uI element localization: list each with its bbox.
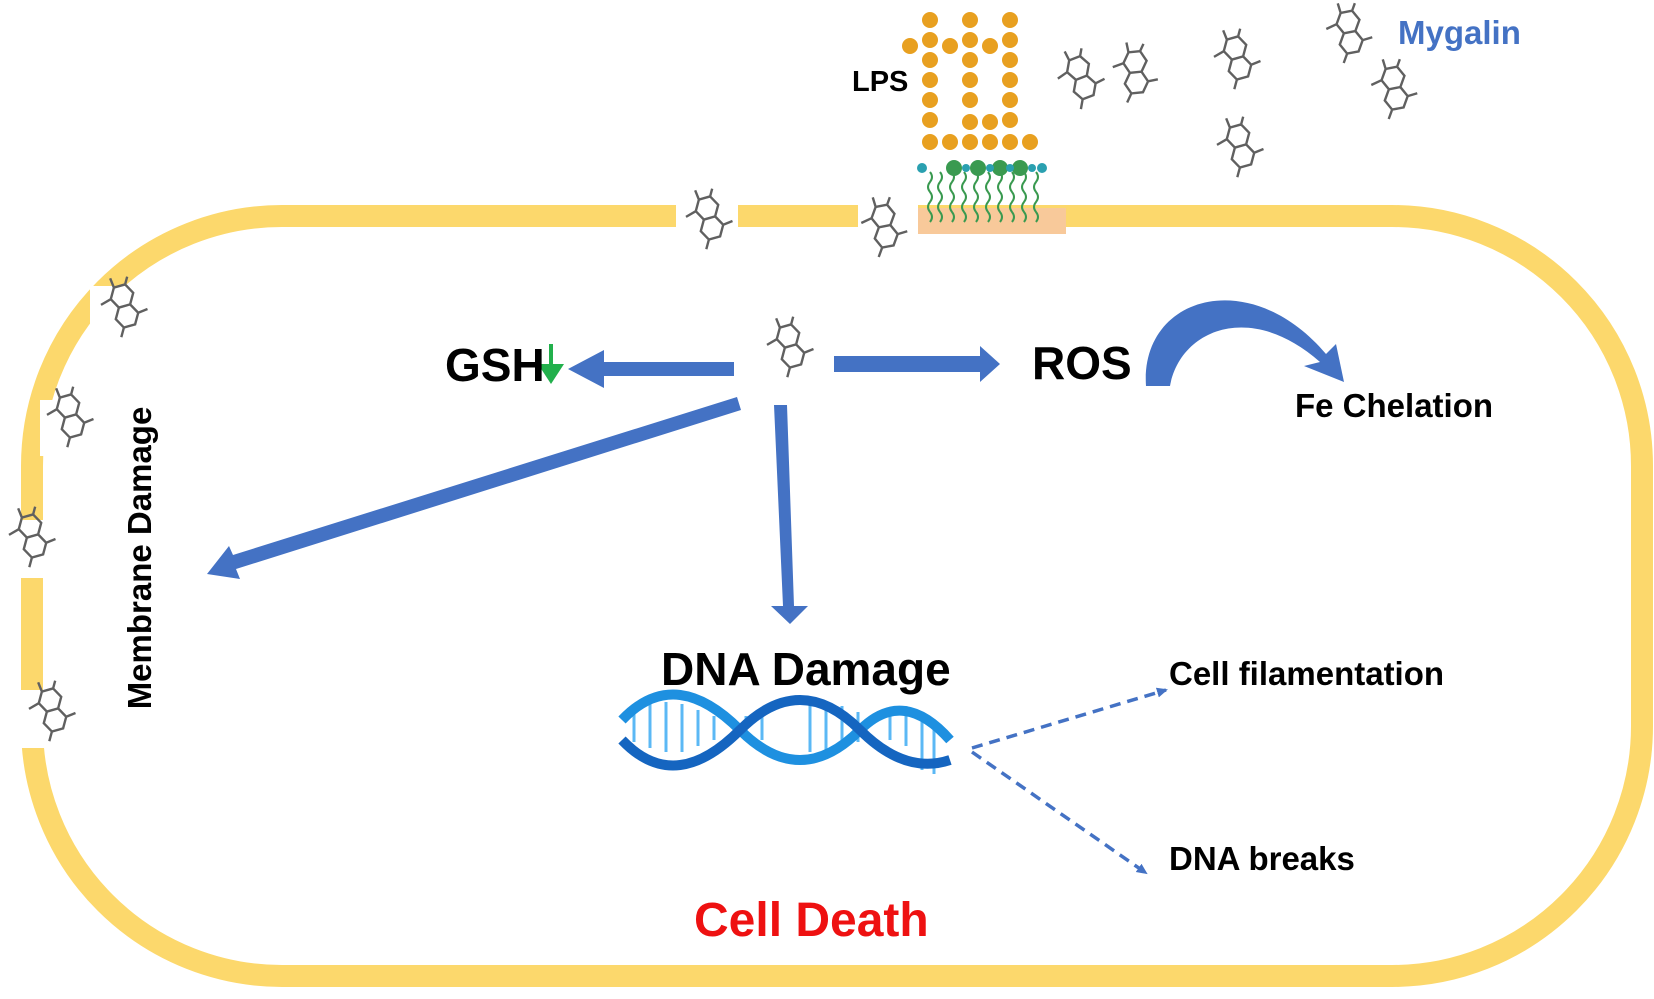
- lps-structure: [902, 12, 1066, 234]
- mygalin-label: Mygalin: [1398, 14, 1521, 51]
- arrow-to-membrane: [207, 397, 741, 579]
- molecule-icon: [1361, 51, 1428, 127]
- ros-label: ROS: [1032, 337, 1132, 389]
- ros-fe-curved-arrow: [1145, 300, 1344, 386]
- arrow-to-gsh: [568, 350, 734, 388]
- membrane-damage-label: Membrane Damage: [121, 406, 158, 710]
- arrow-to-ros: [834, 346, 1000, 382]
- arrow-to-cell-filamentation: [971, 687, 1168, 750]
- dna-breaks-label: DNA breaks: [1169, 840, 1355, 877]
- lipid-heads: [917, 160, 1047, 176]
- molecule-icon: [759, 310, 822, 384]
- lipid-anchor: [918, 208, 1066, 234]
- lps-label: LPS: [852, 66, 909, 98]
- down-arrow-icon: [538, 344, 564, 384]
- pathway-arrows: [207, 300, 1344, 624]
- cell-death-label: Cell Death: [694, 894, 929, 947]
- cell-filamentation-label: Cell filamentation: [1169, 655, 1445, 692]
- lps-sugar-chain: [902, 12, 1038, 150]
- arrow-to-dna: [771, 405, 808, 624]
- lipid-tails: [927, 171, 1039, 223]
- dna-helix-icon: [618, 689, 954, 774]
- molecule-icon: [1052, 43, 1111, 114]
- cell-membrane: [21, 205, 1653, 987]
- fe-chelation-label: Fe Chelation: [1295, 387, 1494, 424]
- molecule-icon: [1206, 22, 1269, 96]
- membrane-gaps: [10, 200, 918, 748]
- molecule-icon: [1316, 0, 1383, 71]
- molecule-icon: [1100, 35, 1171, 112]
- molecule-icon: [1209, 110, 1272, 184]
- gsh-label: GSH: [445, 339, 545, 391]
- arrow-to-dna-breaks: [971, 750, 1148, 875]
- dna-damage-label: DNA Damage: [661, 643, 951, 695]
